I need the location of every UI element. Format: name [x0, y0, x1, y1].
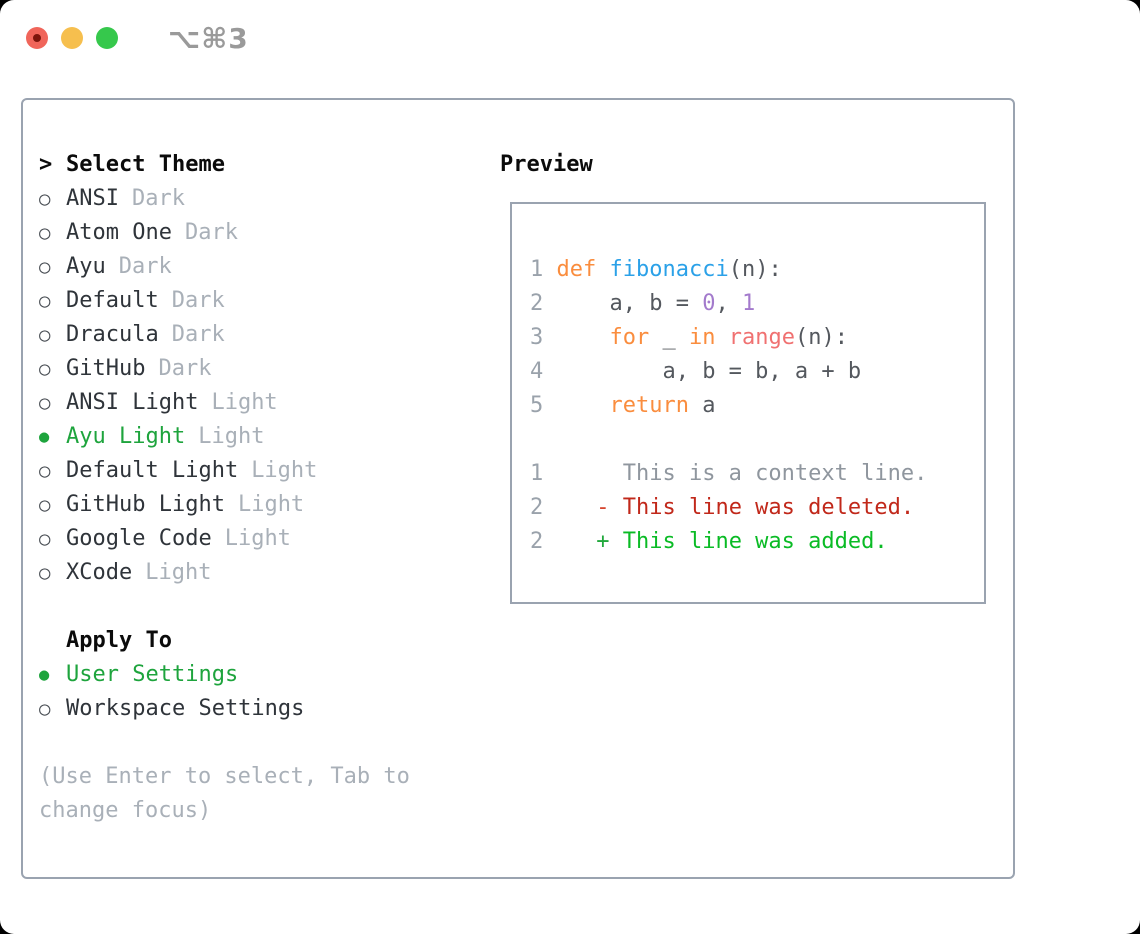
preview-code-line — [530, 423, 984, 457]
theme-picker: > Select Theme ○ ANSI Dark ○ Atom One Da… — [39, 148, 469, 828]
close-button[interactable] — [26, 27, 48, 49]
minimize-button[interactable] — [61, 27, 83, 49]
preview-box: 1 def fibonacci(n): 2 a, b = 0, 1 3 for _ … — [510, 202, 986, 604]
theme-option[interactable]: ○ Ayu Dark — [39, 250, 469, 284]
apply-to-title: Apply To — [66, 628, 172, 653]
main-panel: > Select Theme ○ ANSI Dark ○ Atom One Da… — [21, 98, 1015, 879]
radio-icon: ○ — [39, 256, 51, 278]
radio-icon: ● — [39, 427, 50, 447]
window-shortcut-title: ⌥⌘3 — [168, 22, 249, 55]
theme-option[interactable]: ○ Default Dark — [39, 284, 469, 318]
preview-code-line: 4 a, b = b, a + b — [530, 359, 862, 384]
theme-option[interactable]: ○ Atom One Dark — [39, 216, 469, 250]
radio-icon: ○ — [39, 392, 51, 414]
apply-to-option[interactable]: ● User Settings — [39, 658, 469, 692]
preview-code: 1 def fibonacci(n): 2 a, b = 0, 1 3 for _ … — [530, 219, 984, 559]
radio-icon: ○ — [39, 460, 51, 482]
radio-icon: ○ — [39, 528, 51, 550]
apply-to-list: ● User Settings ○ Workspace Settings — [39, 658, 469, 726]
radio-icon: ● — [39, 665, 50, 685]
radio-icon: ○ — [39, 698, 51, 720]
theme-list: ○ ANSI Dark ○ Atom One Dark ○ Ayu Dark ○… — [39, 182, 469, 590]
preview-code-line: 1 def fibonacci(n): — [530, 257, 782, 282]
radio-icon: ○ — [39, 290, 51, 312]
select-theme-header: > Select Theme — [39, 148, 469, 182]
radio-icon: ○ — [39, 494, 51, 516]
theme-option[interactable]: ○ Dracula Dark — [39, 318, 469, 352]
radio-icon: ○ — [39, 324, 51, 346]
theme-option[interactable]: ○ GitHub Dark — [39, 352, 469, 386]
titlebar: ⌥⌘3 — [0, 0, 1140, 78]
preview-code-line: 3 for _ in range(n): — [530, 325, 848, 350]
preview-code-line: 2 + This line was added. — [530, 529, 888, 554]
focus-caret-icon: > — [39, 152, 53, 177]
close-dot-icon — [33, 34, 41, 42]
radio-icon: ○ — [39, 222, 51, 244]
preview-code-line: 5 return a — [530, 393, 716, 418]
apply-to-header: Apply To — [39, 624, 469, 658]
traffic-lights — [26, 27, 118, 49]
theme-option[interactable]: ○ GitHub Light Light — [39, 488, 469, 522]
radio-icon: ○ — [39, 562, 51, 584]
radio-icon: ○ — [39, 358, 51, 380]
preview-title: Preview — [500, 152, 593, 177]
theme-option[interactable]: ○ ANSI Dark — [39, 182, 469, 216]
theme-option[interactable]: ○ XCode Light — [39, 556, 469, 590]
apply-to-option[interactable]: ○ Workspace Settings — [39, 692, 469, 726]
maximize-button[interactable] — [96, 27, 118, 49]
theme-option[interactable]: ○ Google Code Light — [39, 522, 469, 556]
select-theme-title: Select Theme — [66, 152, 225, 177]
theme-option[interactable]: ● Ayu Light Light — [39, 420, 469, 454]
theme-option[interactable]: ○ ANSI Light Light — [39, 386, 469, 420]
preview-code-line — [530, 219, 984, 253]
help-text: (Use Enter to select, Tab to change focu… — [39, 764, 410, 823]
preview-code-line: 2 a, b = 0, 1 — [530, 291, 756, 316]
preview-code-line: 1 This is a context line. — [530, 461, 928, 486]
theme-option[interactable]: ○ Default Light Light — [39, 454, 469, 488]
radio-icon: ○ — [39, 188, 51, 210]
preview-code-line: 2 - This line was deleted. — [530, 495, 915, 520]
